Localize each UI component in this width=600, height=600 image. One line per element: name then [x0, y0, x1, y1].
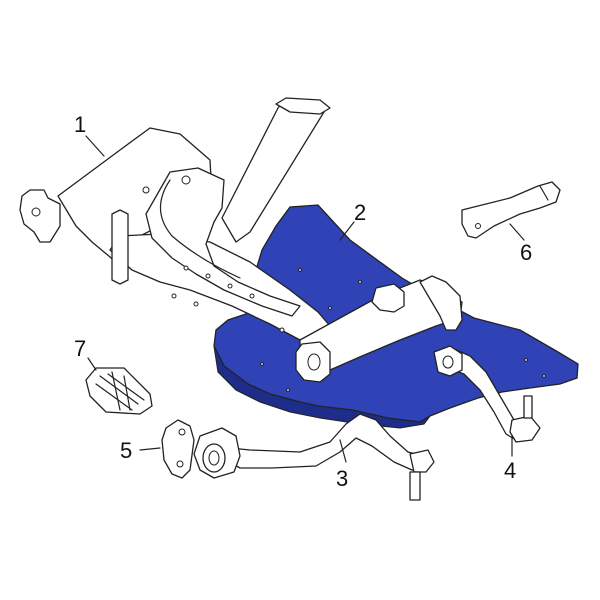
shield-hole-4	[285, 388, 291, 392]
callout-4[interactable]: 4	[504, 458, 516, 483]
cover-grille-3	[95, 383, 133, 411]
leader-3	[339, 439, 347, 463]
subframe-left-bracket	[19, 189, 61, 243]
bracket-body	[161, 419, 195, 479]
arm-bushing-hole	[208, 450, 220, 466]
callout-5[interactable]: 5	[120, 438, 132, 463]
brace-fold	[539, 185, 549, 201]
splash-shield-edge	[213, 345, 431, 429]
subframe-bushing-hole	[307, 353, 321, 371]
leader-6	[509, 223, 525, 241]
callout-6[interactable]: 6	[520, 240, 532, 265]
subframe-inner-curve	[159, 179, 241, 279]
tower-hole-2	[142, 186, 150, 194]
bracket-bolt-2	[176, 460, 184, 468]
brace-body	[461, 181, 561, 239]
cover-grille-5	[123, 375, 131, 411]
rail-hole-3	[227, 283, 233, 289]
cover-grille-4	[111, 371, 121, 411]
rail-hole-6	[193, 301, 199, 307]
subframe-inner-loop	[145, 167, 301, 317]
tower-hole-1	[181, 175, 191, 185]
rail-hole-7	[279, 327, 285, 333]
strut-bushing-hole	[442, 355, 454, 369]
reinforcement-brace-part[interactable]	[461, 181, 561, 239]
leader-7	[87, 357, 97, 371]
shield-hole-1	[297, 268, 303, 272]
rail-hole-4	[249, 293, 255, 299]
arm-ball-joint	[409, 449, 435, 473]
shield-hole-5	[523, 358, 529, 362]
leader-5	[139, 447, 161, 451]
bracket-bolt-1	[178, 428, 186, 436]
strut-stud	[523, 395, 533, 419]
shield-hole-3	[259, 362, 265, 366]
rail-hole-1	[183, 265, 189, 271]
subframe-rear-bushing	[371, 283, 405, 313]
shield-hole-7	[327, 306, 333, 310]
callout-3[interactable]: 3	[336, 466, 348, 491]
callout-1[interactable]: 1	[74, 112, 86, 137]
rail-hole-2	[205, 273, 211, 279]
bushing-bracket-part[interactable]	[161, 419, 195, 479]
strut-ball-joint	[509, 415, 541, 443]
subframe-top-mount	[275, 97, 331, 115]
bracket-hole	[31, 207, 41, 217]
callout-labels: 1 2 3 4 5 6 7	[74, 112, 532, 491]
subframe-left-leg	[111, 209, 129, 285]
leader-lines	[85, 135, 525, 463]
access-cover-part[interactable]	[85, 367, 153, 415]
lower-control-arm-part[interactable]	[193, 413, 435, 501]
tension-strut-part[interactable]	[433, 345, 541, 443]
front-subframe-part[interactable]	[19, 97, 463, 383]
shield-hole-6	[541, 374, 547, 378]
shield-hole-2	[357, 280, 363, 284]
callout-2[interactable]: 2	[354, 200, 366, 225]
cover-grille-1	[99, 375, 139, 405]
rail-hole-5	[171, 293, 177, 299]
subframe-right-mount	[419, 275, 463, 331]
brace-hole	[475, 223, 481, 229]
leader-2	[339, 221, 355, 241]
arm-stud	[409, 471, 421, 501]
callout-7[interactable]: 7	[74, 336, 86, 361]
leader-1	[85, 135, 105, 157]
